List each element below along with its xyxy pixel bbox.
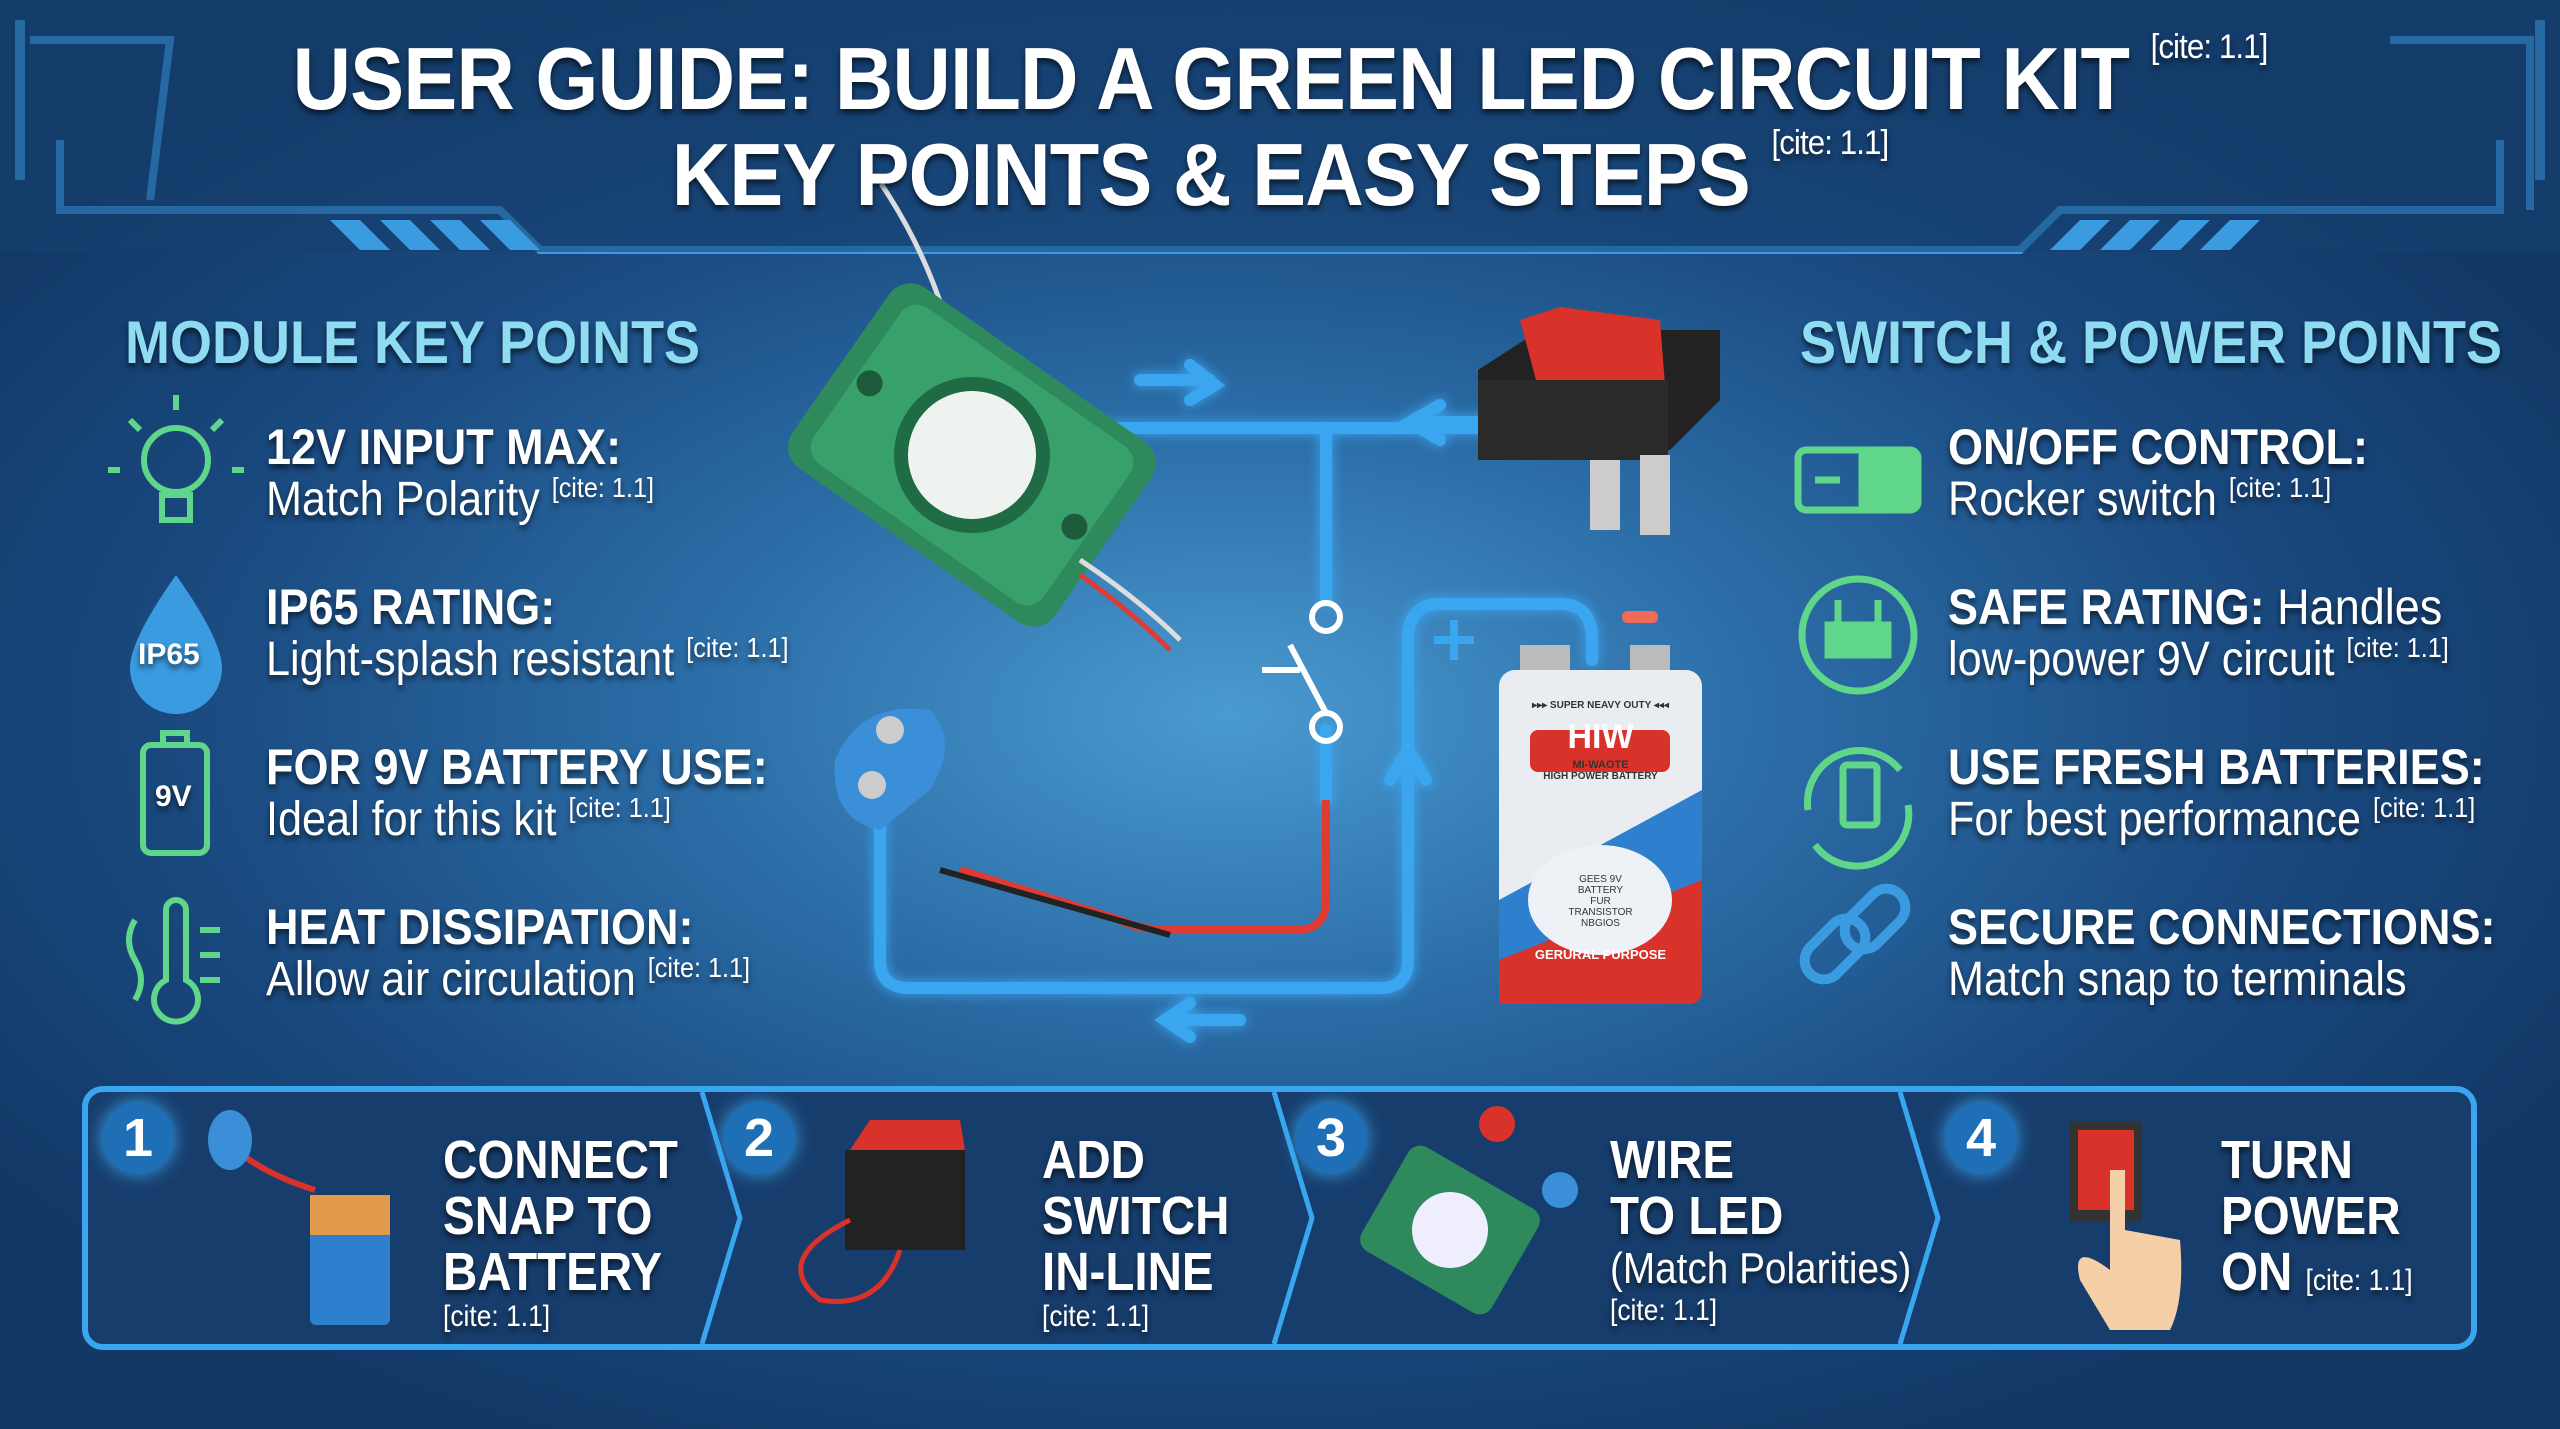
- key-point-title: FOR 9V BATTERY USE:: [266, 739, 768, 795]
- title-line-1: USER GUIDE: BUILD A GREEN LED CIRCUIT KI…: [292, 29, 2130, 128]
- ip65-badge: IP65: [138, 638, 200, 671]
- key-point-text: Ideal for this kit [cite: 1.1]: [266, 792, 671, 846]
- black-wire: [939, 867, 1171, 938]
- right-icons: [1794, 446, 1922, 870]
- key-point-title: USE FRESH BATTERIES:: [1948, 739, 2485, 795]
- key-point-text: Match Polarity [cite: 1.1]: [266, 472, 654, 526]
- toggle-switch-icon: [1794, 446, 1922, 514]
- step-illustrations: [208, 1106, 2182, 1330]
- lightbulb-icon: [108, 395, 244, 523]
- left-icons: [108, 395, 244, 1025]
- key-point-text: Match snap to terminals: [1948, 953, 2407, 1006]
- key-point-title: ON/OFF CONTROL:: [1948, 419, 2368, 475]
- key-point-text: For best performance [cite: 1.1]: [1948, 792, 2476, 846]
- switch-symbol: [1262, 600, 1343, 744]
- step-number: 1: [102, 1102, 174, 1174]
- title-cite: [cite: 1.1]: [2150, 28, 2269, 66]
- battery-brand: HIW: [1567, 718, 1634, 756]
- key-point-text: low-power 9V circuit [cite: 1.1]: [1948, 632, 2449, 686]
- module-key-points-heading: MODULE KEY POINTS: [125, 309, 701, 376]
- step-number: 4: [1945, 1102, 2017, 1174]
- battery-snap-image: [834, 708, 945, 830]
- battery-bottom-label: GERURAL PURPOSE: [1534, 947, 1667, 962]
- page-title: USER GUIDE: BUILD A GREEN LED CIRCUIT KI…: [102, 28, 2457, 130]
- battery-image: [1499, 645, 1702, 1004]
- chain-link-icon: [1799, 883, 1911, 985]
- key-point-title: HEAT DISSIPATION:: [266, 899, 694, 955]
- battery-recycle-icon: [1803, 747, 1913, 870]
- battery-label: ▸▸▸ SUPER NEAVY OUTY ◂◂◂ HIW MI-WAOTE HI…: [1499, 700, 1702, 962]
- switch-power-points-heading: SWITCH & POWER POINTS: [1800, 309, 2502, 376]
- water-drop-icon: [130, 575, 222, 714]
- key-point-title: 12V INPUT MAX:: [266, 419, 622, 475]
- page-subtitle: KEY POINTS & EASY STEPS [cite: 1.1]: [102, 124, 2457, 226]
- key-point-text: Allow air circulation [cite: 1.1]: [266, 952, 751, 1006]
- red-wire: [958, 800, 1330, 934]
- battery-icon: [140, 730, 210, 856]
- thermometer-icon: [126, 897, 220, 1025]
- battery-sub2: HIGH POWER BATTERY: [1543, 771, 1658, 782]
- key-point-text: Light-splash resistant [cite: 1.1]: [266, 632, 789, 686]
- battery-sub1: MI-WAOTE: [1572, 759, 1629, 771]
- key-point-title: SECURE CONNECTIONS:: [1948, 899, 2496, 955]
- battery-tagline: ▸▸▸ SUPER NEAVY OUTY ◂◂◂: [1532, 700, 1669, 711]
- step-number: 3: [1295, 1102, 1367, 1174]
- title-line-2: KEY POINTS & EASY STEPS: [671, 125, 1751, 224]
- key-point-title: SAFE RATING: Handles: [1948, 579, 2443, 635]
- led-module-image: [788, 182, 1156, 627]
- circuit-wires: [874, 359, 1598, 1043]
- plug-icon: [1798, 575, 1918, 695]
- subtitle-cite: [cite: 1.1]: [1771, 124, 1889, 162]
- 9v-badge: 9V: [155, 780, 192, 813]
- steps-panel: [82, 1086, 2477, 1350]
- plus-symbol: [1434, 620, 1474, 660]
- rocker-switch-image: [1478, 307, 1720, 535]
- header-stripes: [330, 220, 2260, 250]
- key-point-text: Rocker switch [cite: 1.1]: [1948, 472, 2332, 526]
- step-number: 2: [723, 1102, 795, 1174]
- key-point-title: IP65 RATING:: [266, 579, 556, 635]
- minus-symbol: [1622, 611, 1658, 623]
